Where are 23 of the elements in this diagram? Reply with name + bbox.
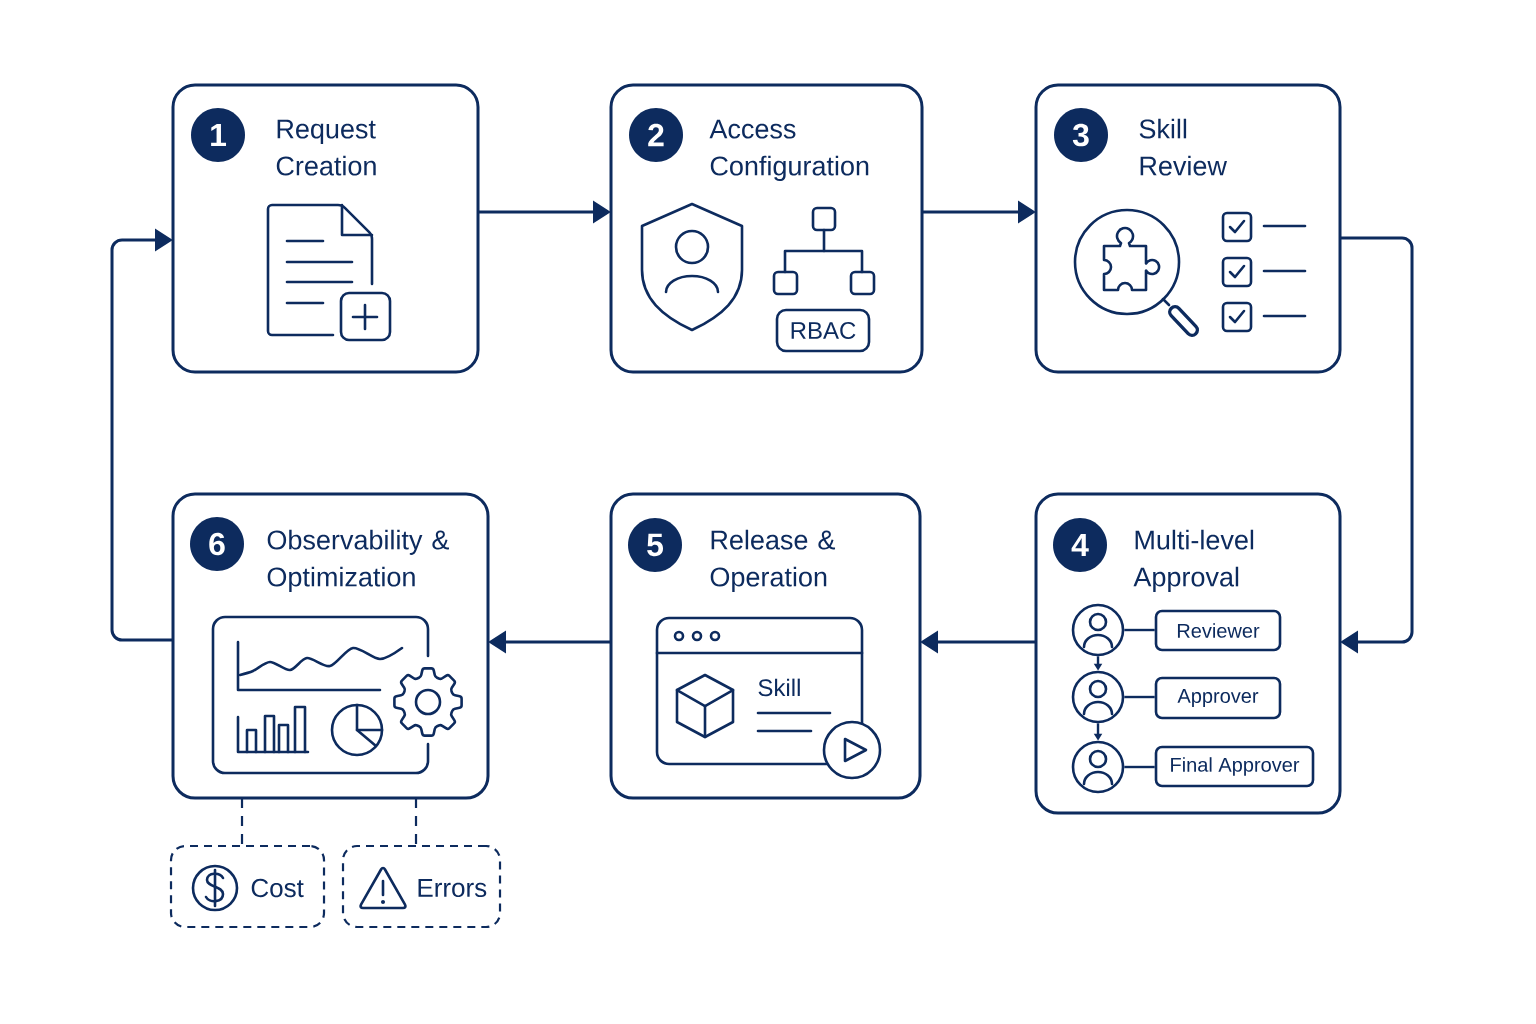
dashed-line	[240, 798, 244, 845]
browser-window: Skill	[655, 616, 864, 766]
connector-line	[1124, 628, 1155, 632]
number-badge: 2	[629, 108, 683, 162]
dashed-box: Errors	[341, 844, 502, 929]
dashed-box: Cost	[169, 844, 326, 929]
flow-arrow	[110, 228, 173, 642]
number-badge: 4	[1053, 518, 1107, 572]
tag-box: RBAC	[775, 308, 871, 353]
person-avatar	[1071, 670, 1125, 724]
role-box: Approver	[1154, 676, 1282, 720]
number-badge: 1	[191, 108, 245, 162]
connector-line	[1124, 695, 1155, 699]
person-avatar	[1071, 740, 1125, 794]
dashed-line	[414, 798, 418, 845]
person-avatar	[1071, 603, 1125, 657]
flow-arrow	[1340, 236, 1414, 654]
number-badge: 6	[190, 517, 244, 571]
connector-line	[1124, 765, 1155, 769]
role-box: Reviewer	[1154, 609, 1282, 652]
number-badge: 5	[628, 518, 682, 572]
number-badge: 3	[1054, 108, 1108, 162]
role-box: Final Approver	[1154, 745, 1315, 788]
